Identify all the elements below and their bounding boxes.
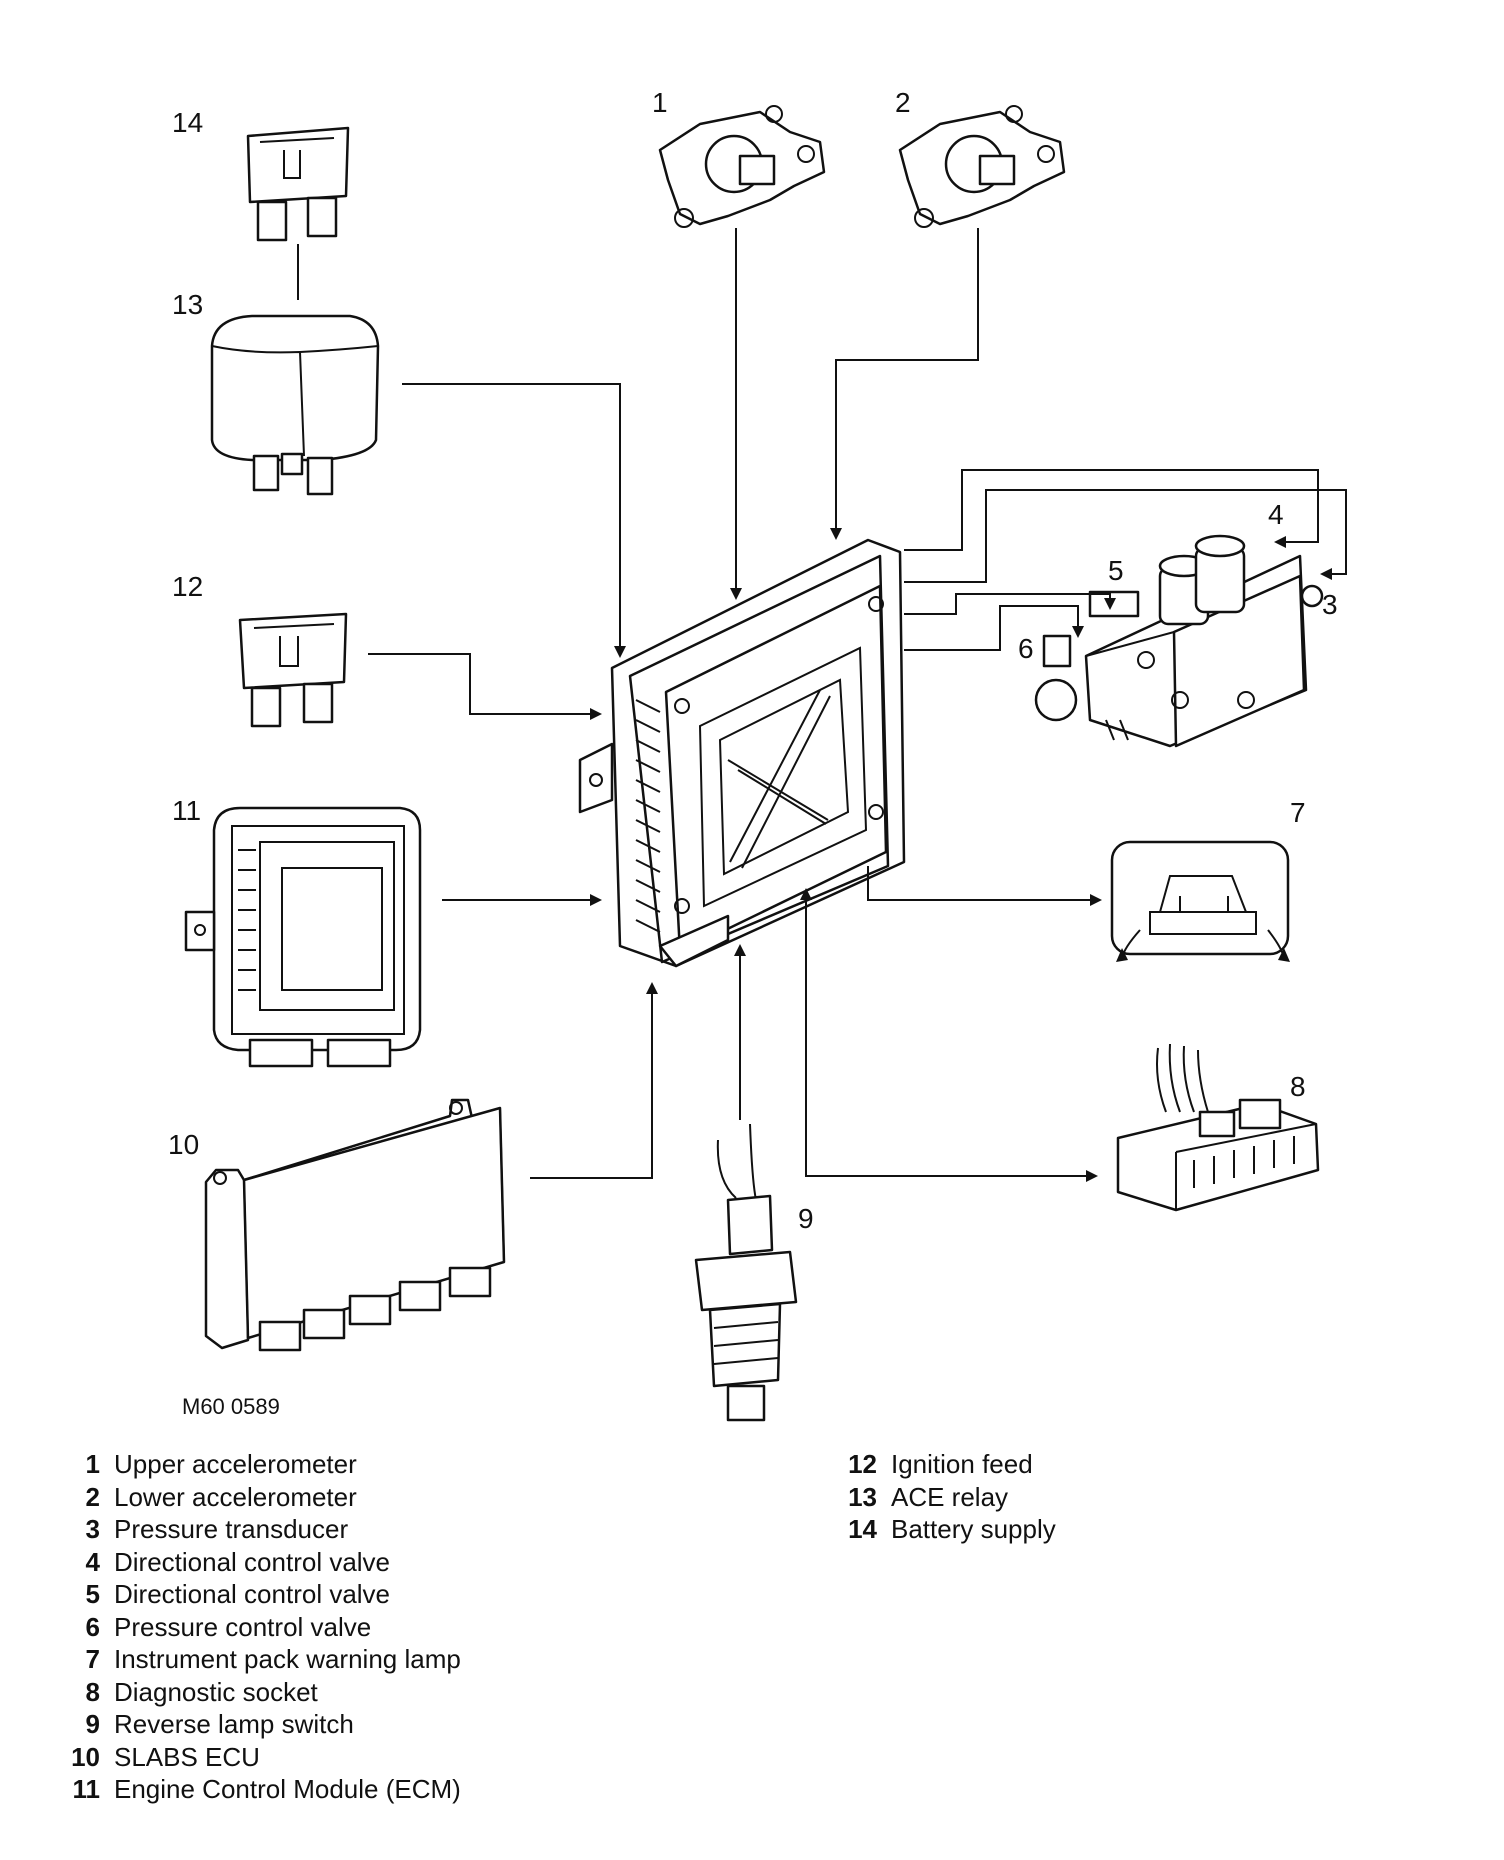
callout-13: 13: [172, 289, 203, 320]
ace-relay-illustration: [210, 314, 380, 496]
legend-text: Lower accelerometer: [114, 1481, 357, 1512]
slabs-ecu-illustration: [204, 1098, 506, 1352]
legend-item: 5 Directional control valve: [52, 1578, 461, 1611]
legend-text: SLABS ECU: [114, 1741, 260, 1772]
legend-item: 6 Pressure control valve: [52, 1611, 461, 1644]
legend-number: 7: [85, 1644, 100, 1674]
callout-labels: 1 2 3 4 5 6 7 8 9 10 11 12 13 14: [168, 87, 1338, 1234]
callout-2: 2: [895, 87, 911, 118]
connector-13-to-ecu: [402, 383, 626, 658]
legend-text: Pressure transducer: [114, 1514, 349, 1544]
ignition-fuse-illustration: [238, 612, 348, 728]
legend-number: 8: [85, 1676, 100, 1707]
legend-text: ACE relay: [891, 1481, 1009, 1512]
reverse-lamp-switch-illustration: [694, 1123, 798, 1422]
legend-item: 2 Lower accelerometer: [52, 1481, 461, 1514]
ecm-illustration: [184, 806, 422, 1068]
legend-left-column: 1 Upper accelerometer 2 Lower acceleromete…: [52, 1448, 461, 1806]
legend-item: 11 Engine Control Module (ECM): [52, 1773, 461, 1806]
legend-text: Diagnostic socket: [114, 1676, 318, 1707]
legend-number: 4: [85, 1546, 100, 1577]
callout-1: 1: [652, 87, 668, 118]
legend-item: 14 Battery supply: [832, 1513, 1056, 1546]
legend-text: Ignition feed: [891, 1449, 1033, 1479]
legend-item: 10 SLABS ECU: [52, 1741, 461, 1774]
legend-item: 9 Reverse lamp switch: [52, 1708, 461, 1741]
legend-text: Instrument pack warning lamp: [114, 1644, 461, 1674]
callout-12: 12: [172, 571, 203, 602]
callout-11: 11: [172, 795, 201, 826]
legend-text: Engine Control Module (ECM): [114, 1774, 461, 1804]
connector-10-to-ecu: [530, 982, 658, 1179]
callout-8: 8: [1290, 1071, 1306, 1102]
legend-item: 1 Upper accelerometer: [52, 1448, 461, 1481]
legend-text: Upper accelerometer: [114, 1449, 357, 1479]
callout-4: 4: [1268, 499, 1284, 530]
legend-number: 13: [848, 1481, 877, 1512]
battery-fuse-illustration: [246, 126, 350, 242]
legend-item: 13 ACE relay: [832, 1481, 1056, 1514]
valve-block-illustration: [1034, 534, 1324, 748]
connector-ecu-to-4: [904, 469, 1319, 551]
figure-code: M60 0589: [182, 1394, 280, 1419]
legend-number: 2: [85, 1481, 100, 1512]
legend-number: 11: [72, 1774, 101, 1804]
connector-ecu-to-8: [805, 892, 1098, 1182]
lower-accelerometer-illustration: [898, 105, 1066, 228]
component-diagram: 1 2 3 4 5 6 7 8 9 10 11 12 13 14 M60 058…: [168, 87, 1347, 1422]
legend-text: Reverse lamp switch: [114, 1709, 354, 1739]
callout-9: 9: [798, 1203, 814, 1234]
legend-text: Directional control valve: [114, 1546, 391, 1577]
legend-number: 5: [85, 1579, 100, 1609]
legend-text: Battery supply: [891, 1514, 1056, 1544]
callout-5: 5: [1108, 555, 1124, 586]
legend-number: 14: [848, 1514, 877, 1544]
legend-number: 6: [85, 1611, 100, 1642]
legend-item: 3 Pressure transducer: [52, 1513, 461, 1546]
legend-number: 1: [85, 1449, 100, 1479]
legend-number: 9: [85, 1709, 100, 1739]
legend-item: 12 Ignition feed: [832, 1448, 1056, 1481]
ace-ecu-illustration: [578, 538, 906, 968]
warning-lamp-illustration: [1110, 840, 1290, 962]
callout-14: 14: [172, 107, 203, 138]
legend-item: 7 Instrument pack warning lamp: [52, 1643, 461, 1676]
connector-ecu-to-3: [904, 489, 1347, 583]
connection-lines: [297, 228, 1347, 1182]
legend-text: Directional control valve: [114, 1579, 391, 1609]
legend-text: Pressure control valve: [114, 1611, 372, 1642]
connector-ecu-to-5: [904, 593, 1116, 615]
legend-item: 8 Diagnostic socket: [52, 1676, 461, 1709]
legend-item: 4 Directional control valve: [52, 1546, 461, 1579]
upper-accelerometer-illustration: [658, 105, 826, 228]
connector-ecu-to-7: [867, 866, 1102, 906]
connector-ecu-to-6: [904, 605, 1084, 651]
diagnostic-socket-illustration: [1116, 1043, 1320, 1212]
legend-number: 10: [71, 1741, 100, 1772]
callout-10: 10: [168, 1129, 199, 1160]
callout-3: 3: [1322, 589, 1338, 620]
connector-2-to-ecu: [830, 228, 979, 540]
callout-7: 7: [1290, 797, 1306, 828]
legend-number: 3: [85, 1514, 100, 1544]
connector-12-to-ecu: [368, 653, 602, 720]
callout-6: 6: [1018, 633, 1034, 664]
legend-number: 12: [848, 1449, 877, 1479]
legend-right-column: 12 Ignition feed 13 ACE relay 14 Battery su…: [832, 1448, 1056, 1546]
